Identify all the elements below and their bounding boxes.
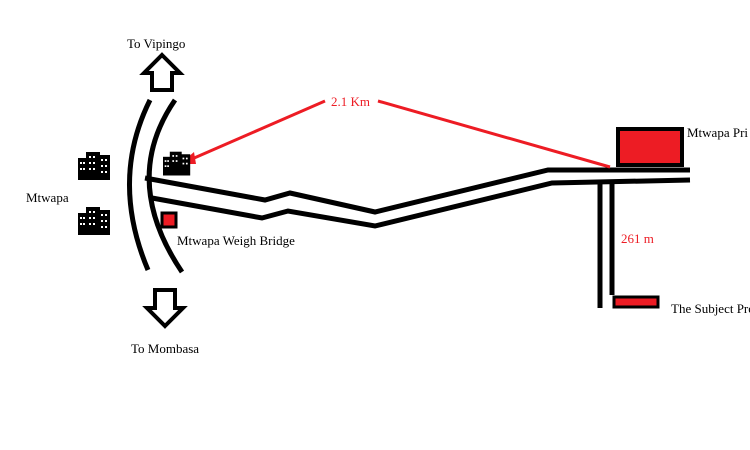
highway-west-edge	[127, 98, 153, 271]
label-to-mombasa: To Mombasa	[131, 341, 200, 356]
weigh-bridge-marker	[160, 211, 178, 229]
school-marker	[616, 127, 684, 167]
feeder-road-south-edge	[151, 177, 691, 229]
south-arrow-icon	[142, 288, 188, 329]
label-distance-branch: 261 m	[621, 231, 654, 246]
building-icon	[78, 152, 110, 180]
label-to-vipingo: To Vipingo	[127, 36, 186, 51]
label-mtwapa: Mtwapa	[26, 190, 69, 205]
label-distance-main: 2.1 Km	[331, 94, 370, 109]
distance-line-main-a	[184, 99, 326, 164]
label-weigh-bridge: Mtwapa Weigh Bridge	[177, 233, 295, 248]
subject-property-marker	[612, 295, 660, 309]
highway-east-edge	[146, 98, 185, 274]
distance-line-main-b	[377, 99, 611, 169]
building-icon	[78, 207, 110, 235]
building-icon	[163, 151, 191, 176]
label-school: Mtwapa Pri	[687, 125, 749, 140]
feeder-road-north-edge	[144, 167, 690, 215]
label-subject-property: The Subject Pro	[671, 301, 750, 316]
north-arrow-icon	[139, 52, 185, 92]
